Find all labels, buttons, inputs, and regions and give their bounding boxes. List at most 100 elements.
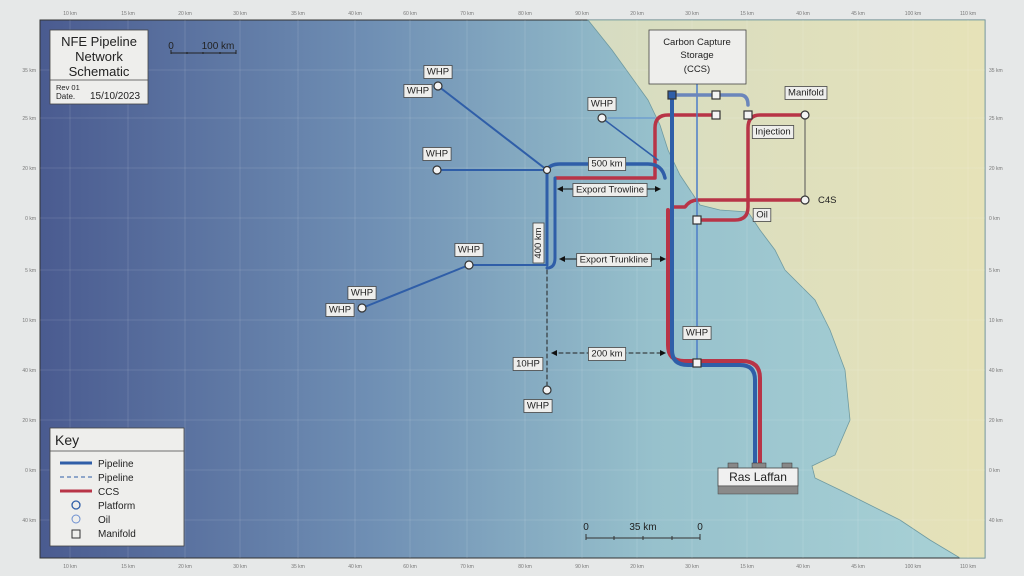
c4s-node[interactable]	[800, 195, 810, 205]
whp-label-text: WHP	[686, 328, 708, 339]
date-value: 15/10/2023	[90, 91, 140, 102]
manifold-square[interactable]	[692, 358, 702, 368]
platform-node[interactable]	[357, 303, 367, 313]
land-area	[587, 19, 986, 559]
export-trowline-label: Expord Trowline	[572, 183, 648, 197]
whp-label: WHP	[347, 286, 377, 300]
axis-tick-label: 30 km	[233, 564, 247, 570]
ccs-box[interactable]: Carbon Capture Storage (CCS)	[648, 29, 747, 85]
axis-tick-label: 35 km	[291, 11, 305, 17]
platform-node[interactable]	[432, 165, 442, 175]
whp-label-text: 10HP	[516, 359, 540, 370]
scale-bar-bottom	[585, 534, 701, 540]
axis-tick-label: 80 km	[518, 564, 532, 570]
pipeline	[361, 85, 548, 309]
axis-tick-label: 40 km	[989, 518, 1003, 524]
legend-title: Key	[55, 432, 79, 448]
axis-tick-label: 0 km	[25, 216, 36, 222]
axis-tick-label: 80 km	[518, 11, 532, 17]
title-line: Network	[75, 49, 123, 64]
whp-label-text: WHP	[527, 401, 549, 412]
manifold-square[interactable]	[711, 110, 721, 120]
whp-label: WHP	[423, 65, 453, 79]
whp-label-text: WHP	[426, 149, 448, 160]
date-label: Date.	[56, 92, 75, 101]
scale-top-start: 0	[168, 41, 174, 52]
axis-tick-label: 45 km	[851, 11, 865, 17]
ras-laffan-label: Ras Laffan	[729, 470, 787, 484]
axis-tick-label: 110 km	[960, 564, 976, 570]
manifold-node[interactable]	[800, 110, 810, 120]
injection-label-text: Injection	[755, 127, 790, 138]
title-block: NFE Pipeline Network Schematic Rev 01 Da…	[49, 29, 149, 105]
rev-text: Rev 01	[56, 83, 80, 92]
axis-tick-label: 40 km	[22, 518, 36, 524]
axis-tick-label: 20 km	[178, 11, 192, 17]
axis-tick-label: 20 km	[989, 166, 1003, 172]
axis-tick-label: 25 km	[989, 116, 1003, 122]
axis-ticks: 10 km 10 km 15 km 15 km 20 km 20 km 30 km 30 km…	[22, 11, 1002, 570]
axis-tick-label: 70 km	[460, 564, 474, 570]
distance-200-label-text: 200 km	[591, 349, 622, 360]
whp-label: WHP	[325, 303, 355, 317]
ras-laffan-terminal[interactable]: Ras Laffan	[717, 462, 799, 495]
ccs-title: Carbon Capture	[663, 37, 731, 48]
axis-tick-label: 10 km	[63, 564, 77, 570]
legend-label: Pipeline	[98, 473, 134, 484]
axis-tick-label: 100 km	[905, 564, 921, 570]
axis-tick-label: 25 km	[22, 116, 36, 122]
axis-tick-label: 40 km	[348, 11, 362, 17]
distance-200-label: 200 km	[588, 347, 627, 361]
axis-tick-label: 15 km	[740, 564, 754, 570]
pipeline	[601, 117, 659, 161]
whp-label: 10HP	[512, 357, 544, 371]
scale-bottom-end: 0	[697, 522, 703, 533]
axis-tick-label: 60 km	[403, 564, 417, 570]
whp-label-text: WHP	[427, 67, 449, 78]
whp-label: WHP	[587, 97, 617, 111]
ccs-line	[670, 198, 807, 209]
axis-tick-label: 0 km	[989, 468, 1000, 474]
manifold-square[interactable]	[743, 110, 753, 120]
axis-tick-label: 5 km	[989, 268, 1000, 274]
grid	[40, 20, 985, 558]
scale-bar-top	[170, 50, 237, 54]
platform-node[interactable]	[464, 260, 474, 270]
injection-label: Injection	[751, 125, 795, 139]
ccs-title: Storage	[680, 50, 713, 61]
axis-tick-label: 10 km	[22, 318, 36, 324]
legend-manifold-icon	[71, 529, 81, 539]
axis-tick-label: 40 km	[796, 11, 810, 17]
junction-node[interactable]	[542, 165, 552, 175]
export-trunkline-label: Export Trunkline	[576, 253, 652, 267]
oil-label-text: Oil	[756, 210, 768, 221]
manifold-label: Manifold	[784, 86, 828, 100]
axis-tick-label: 100 km	[905, 11, 921, 17]
axis-tick-label: 15 km	[740, 11, 754, 17]
title-line: NFE Pipeline	[61, 34, 137, 49]
legend-label: Platform	[98, 501, 135, 512]
platform-node[interactable]	[597, 113, 607, 123]
manifold-square[interactable]	[692, 215, 702, 225]
axis-tick-label: 40 km	[348, 564, 362, 570]
axis-tick-label: 30 km	[233, 11, 247, 17]
axis-tick-label: 15 km	[121, 11, 135, 17]
platform-node[interactable]	[433, 81, 443, 91]
manifold-square[interactable]	[667, 90, 677, 100]
manifold-square[interactable]	[711, 90, 721, 100]
axis-tick-label: 40 km	[989, 368, 1003, 374]
distance-500-label-text: 500 km	[591, 159, 622, 170]
legend-label: Pipeline	[98, 459, 134, 470]
axis-tick-label: 20 km	[630, 11, 644, 17]
whp-label-text: WHP	[458, 245, 480, 256]
axis-tick-label: 70 km	[460, 11, 474, 17]
whp-label: WHP	[422, 147, 452, 161]
platform-node[interactable]	[542, 385, 552, 395]
axis-tick-label: 20 km	[22, 418, 36, 424]
scale-bottom-start: 0	[583, 522, 589, 533]
axis-tick-label: 30 km	[685, 564, 699, 570]
whp-label: WHP	[454, 243, 484, 257]
distance-500-label: 500 km	[588, 157, 627, 171]
axis-tick-label: 15 km	[121, 564, 135, 570]
whp-label: WHP	[523, 399, 553, 413]
